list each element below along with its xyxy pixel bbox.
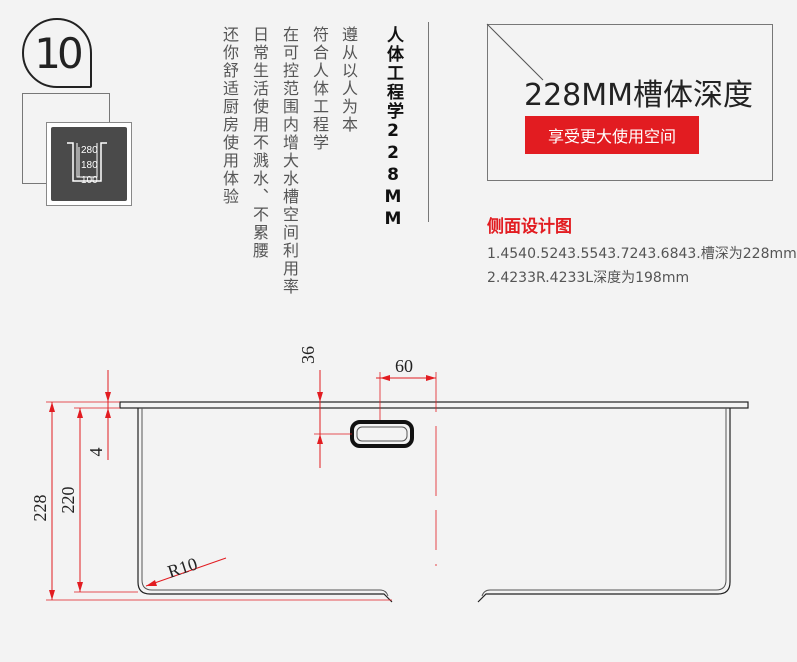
- corner-slash: [486, 23, 544, 81]
- sink-thumbnail: 280 180 100: [46, 122, 132, 206]
- column-text-3: 在可控范围内增大水槽空间利用率: [280, 26, 299, 296]
- dim-label-60: 60: [395, 356, 413, 376]
- thumb-label-280: 280: [81, 145, 98, 156]
- sink-inner-wall: [141, 408, 727, 597]
- headline-button: 享受更大使用空间: [525, 116, 699, 154]
- step-number: 10: [34, 28, 83, 78]
- dim-label-4: 4: [86, 448, 106, 457]
- column-text-2: 符合人体工程学: [310, 26, 329, 152]
- column-title: 人体工程学228MM: [383, 26, 403, 231]
- thumb-bracket-top: [22, 93, 110, 94]
- sink-profile-icon: [67, 142, 107, 182]
- dim-label-36: 36: [298, 346, 318, 364]
- side-line-1: 1.4540.5243.5543.7243.6843.槽深为228mm: [487, 246, 797, 262]
- dim-label-220: 220: [58, 487, 78, 514]
- side-line-2: 2.4233R.4233L深度为198mm: [487, 270, 690, 286]
- column-text-1: 遵从以人为本: [339, 26, 358, 134]
- divider-line: [428, 22, 429, 222]
- sink-thumbnail-inner: 280 180 100: [51, 127, 127, 201]
- dim-label-r10: R10: [165, 554, 200, 582]
- headline-box: [486, 23, 773, 181]
- step-badge: 10: [22, 18, 92, 88]
- r10-leader: [145, 557, 227, 587]
- sink-outer-wall: [137, 408, 731, 603]
- thumb-bracket-right: [109, 93, 110, 123]
- headline-title: 228MM槽体深度: [524, 78, 754, 113]
- sink-rim: [119, 401, 749, 409]
- dim-label-228: 228: [30, 495, 50, 522]
- side-title: 侧面设计图: [487, 217, 572, 237]
- column-text-4: 日常生活使用不溅水、不累腰: [250, 26, 269, 260]
- column-text-5: 还你舒适厨房使用体验: [220, 26, 239, 206]
- thumb-label-100: 100: [81, 175, 98, 186]
- thumb-label-180: 180: [81, 160, 98, 171]
